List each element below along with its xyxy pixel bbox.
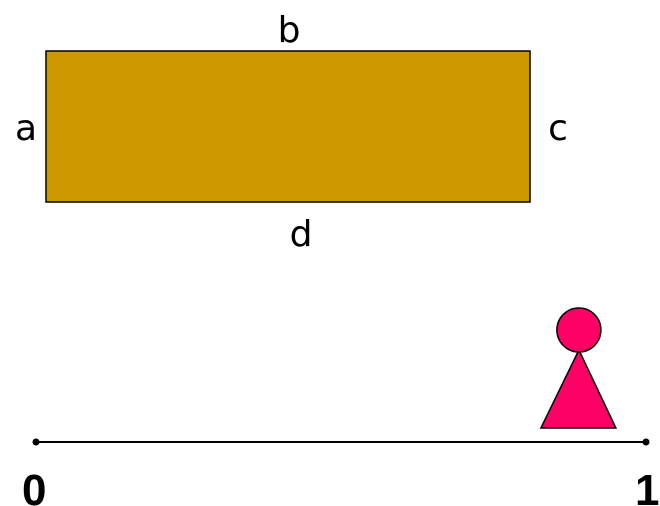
number-line-start-label: 0 bbox=[22, 466, 46, 506]
label-left-edge: a bbox=[15, 108, 37, 149]
label-top-edge: b bbox=[278, 10, 301, 51]
number-line-start-point bbox=[32, 438, 40, 446]
pawn-marker bbox=[539, 307, 618, 429]
rectangle bbox=[45, 50, 531, 203]
pawn-head bbox=[556, 307, 602, 353]
number-line-end-label: 1 bbox=[635, 466, 659, 506]
number-line-end-point bbox=[642, 438, 650, 446]
pawn-body bbox=[539, 348, 618, 429]
label-bottom-edge: d bbox=[290, 214, 313, 255]
label-right-edge: c bbox=[548, 108, 568, 149]
